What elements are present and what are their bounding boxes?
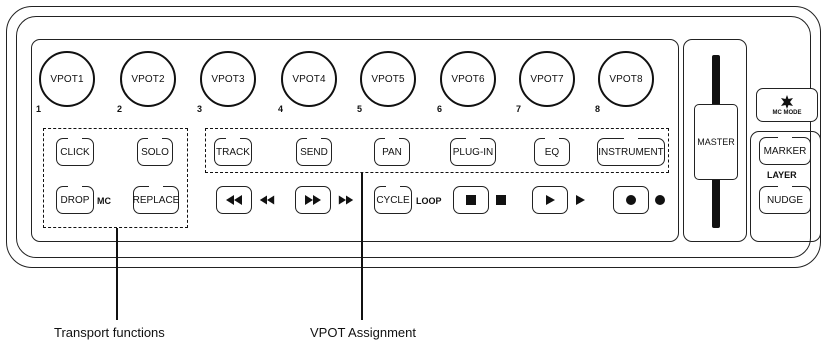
- cycle-button[interactable]: CYCLE: [374, 186, 412, 214]
- stop-button[interactable]: [453, 186, 489, 214]
- vpot1-knob[interactable]: VPOT1: [39, 51, 95, 107]
- fast-forward-button[interactable]: [295, 186, 331, 214]
- vpot3-label: VPOT3: [211, 73, 245, 85]
- vpot6-knob[interactable]: VPOT6: [440, 51, 496, 107]
- cycle-label: CYCLE: [376, 194, 410, 206]
- stop-icon: [496, 195, 506, 205]
- rewind-icon: [259, 195, 275, 205]
- vpot2-knob[interactable]: VPOT2: [120, 51, 176, 107]
- vpot3-number: 3: [197, 104, 203, 114]
- record-icon: [655, 195, 665, 205]
- vpot-assignment-callout-line: [361, 173, 363, 320]
- master-section: [683, 39, 747, 242]
- vpot1-number: 1: [36, 104, 42, 114]
- controller-inner-outline: [16, 16, 811, 258]
- master-label: MASTER: [697, 137, 735, 147]
- record-icon: [626, 195, 636, 205]
- vpot8-knob[interactable]: VPOT8: [598, 51, 654, 107]
- vpot3-knob[interactable]: VPOT3: [200, 51, 256, 107]
- fast-forward-icon: [305, 195, 321, 205]
- pan-button[interactable]: PAN: [374, 138, 410, 166]
- click-button[interactable]: CLICK: [56, 138, 94, 166]
- plugin-button[interactable]: PLUG-IN: [450, 138, 496, 166]
- mc-mode-button[interactable]: MC MODE: [756, 88, 818, 122]
- pan-label: PAN: [382, 146, 402, 158]
- instrument-button[interactable]: INSTRUMENT: [597, 138, 665, 166]
- transport-functions-group: [43, 128, 188, 228]
- send-button[interactable]: SEND: [296, 138, 332, 166]
- transport-functions-caption: Transport functions: [54, 325, 165, 340]
- vpot6-number: 6: [437, 104, 443, 114]
- layer-label: LAYER: [767, 170, 797, 180]
- loop-label: LOOP: [416, 196, 442, 206]
- vpot-assignment-caption: VPOT Assignment: [310, 325, 416, 340]
- marker-label: MARKER: [763, 145, 807, 157]
- master-fader[interactable]: MASTER: [694, 104, 738, 180]
- vpot5-knob[interactable]: VPOT5: [360, 51, 416, 107]
- play-icon: [546, 195, 555, 205]
- track-label: TRACK: [216, 146, 250, 158]
- vpot2-number: 2: [117, 104, 123, 114]
- vpot5-number: 5: [357, 104, 363, 114]
- main-control-section: [31, 39, 679, 242]
- vpot-assignment-group: [205, 128, 669, 173]
- marker-nudge-section: [750, 131, 821, 242]
- play-button[interactable]: [532, 186, 568, 214]
- vpot4-knob[interactable]: VPOT4: [281, 51, 337, 107]
- mc-mode-star-icon: [781, 94, 793, 109]
- solo-button[interactable]: SOLO: [137, 138, 173, 166]
- stop-icon: [466, 195, 476, 205]
- instrument-label: INSTRUMENT: [598, 146, 664, 158]
- vpot8-number: 8: [595, 104, 601, 114]
- eq-label: EQ: [544, 146, 560, 158]
- vpot4-label: VPOT4: [292, 73, 326, 85]
- fast-forward-icon: [338, 195, 354, 205]
- vpot8-label: VPOT8: [609, 73, 643, 85]
- vpot5-label: VPOT5: [371, 73, 405, 85]
- drop-label: DROP: [60, 194, 90, 206]
- marker-button[interactable]: MARKER: [759, 137, 811, 165]
- mc-mode-label: MC MODE: [772, 109, 802, 116]
- replace-button[interactable]: REPLACE: [133, 186, 179, 214]
- solo-label: SOLO: [141, 146, 169, 158]
- mc-label: MC: [97, 196, 111, 206]
- click-label: CLICK: [60, 146, 90, 158]
- vpot1-label: VPOT1: [50, 73, 84, 85]
- rewind-button[interactable]: [216, 186, 252, 214]
- rewind-icon: [226, 195, 242, 205]
- plugin-label: PLUG-IN: [452, 146, 494, 158]
- eq-button[interactable]: EQ: [534, 138, 570, 166]
- vpot7-label: VPOT7: [530, 73, 564, 85]
- nudge-label: NUDGE: [766, 194, 804, 206]
- replace-label: REPLACE: [132, 194, 180, 206]
- transport-callout-line: [116, 228, 118, 320]
- vpot7-knob[interactable]: VPOT7: [519, 51, 575, 107]
- vpot7-number: 7: [516, 104, 522, 114]
- send-label: SEND: [300, 146, 328, 158]
- vpot6-label: VPOT6: [451, 73, 485, 85]
- track-button[interactable]: TRACK: [214, 138, 252, 166]
- record-button[interactable]: [613, 186, 649, 214]
- drop-button[interactable]: DROP: [56, 186, 94, 214]
- vpot2-label: VPOT2: [131, 73, 165, 85]
- vpot4-number: 4: [278, 104, 284, 114]
- nudge-button[interactable]: NUDGE: [759, 186, 811, 214]
- play-icon: [576, 195, 585, 205]
